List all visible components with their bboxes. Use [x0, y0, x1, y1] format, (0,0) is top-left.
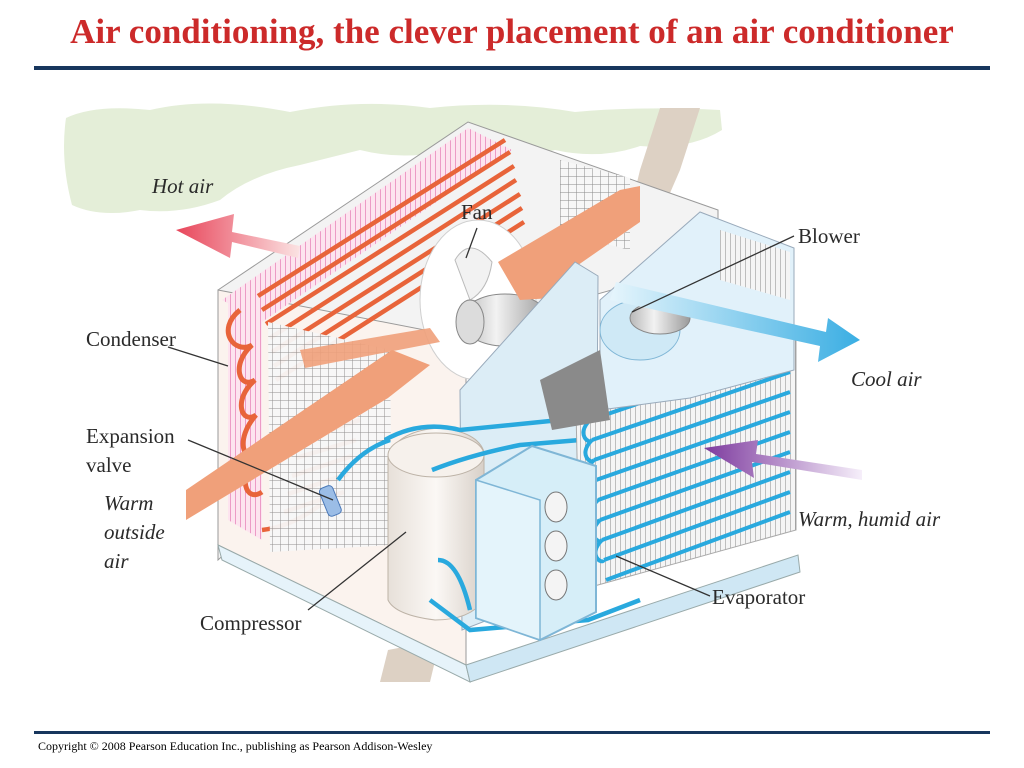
hot-air-arrow [176, 214, 300, 258]
expansion-valve [318, 485, 342, 517]
warm-air-band [300, 328, 440, 368]
label-warm-outside-air-line3: air [104, 549, 129, 573]
label-warm-outside-air-line1: Warm [104, 491, 153, 515]
label-condenser: Condenser [86, 327, 176, 351]
label-compressor: Compressor [200, 611, 302, 635]
label-cool-air: Cool air [851, 367, 922, 391]
label-fan: Fan [461, 200, 493, 224]
control-box [475, 444, 597, 642]
compressor [387, 427, 485, 621]
label-warm-humid-air: Warm, humid air [798, 507, 941, 531]
label-expansion-valve-line2: valve [86, 453, 131, 477]
warm-air-flow-arrow-upper [498, 186, 640, 300]
label-blower: Blower [798, 224, 860, 248]
cool-air-arrow [610, 282, 860, 362]
label-expansion-valve-line1: Expansion [86, 424, 175, 448]
control-knob-2 [544, 530, 568, 562]
leader-lines [167, 227, 795, 611]
copyright-text: Copyright © 2008 Pearson Education Inc.,… [38, 739, 433, 753]
control-knob-1 [544, 491, 568, 523]
tree-foliage [64, 103, 722, 214]
control-knob-3 [544, 569, 568, 601]
warm-outside-air-arrow [186, 350, 430, 520]
label-hot-air: Hot air [151, 174, 214, 198]
slide-title: Air conditioning, the clever placement o… [70, 12, 954, 51]
footer-divider [34, 731, 990, 734]
label-evaporator: Evaporator [712, 585, 805, 609]
label-warm-outside-air-line2: outside [104, 520, 165, 544]
warm-humid-air-arrow [704, 440, 862, 480]
title-divider [34, 66, 990, 70]
